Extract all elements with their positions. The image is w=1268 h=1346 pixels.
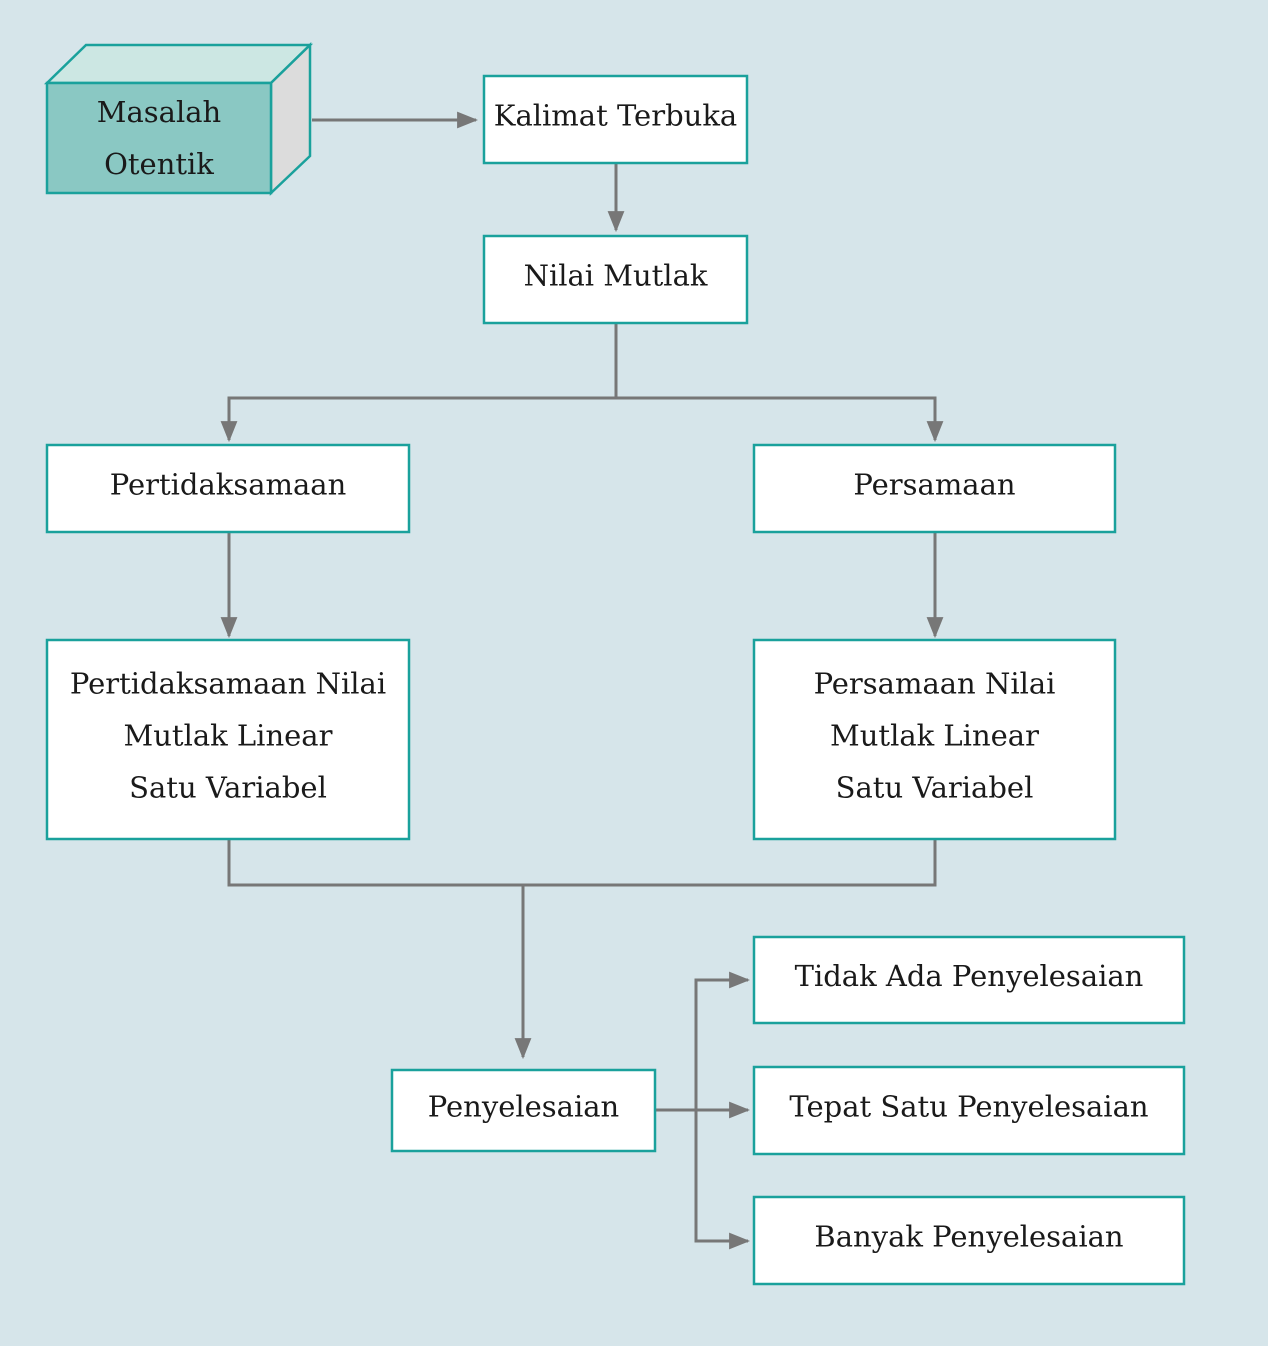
node-box [482,74,749,165]
node-label: Persamaan [853,468,1015,502]
edge-to-persamaan [616,396,944,443]
label-line: Masalah [97,95,221,129]
label-line: Tidak Ada Penyelesaian [795,959,1144,993]
node-penyelesaian: Penyelesaian [390,1068,657,1153]
node-box [390,1068,657,1153]
label-line: Kalimat Terbuka [494,99,737,133]
node-box [45,638,411,841]
node-box [482,234,749,325]
node-label: Nilai Mutlak [524,259,708,293]
node-banyak-penyelesaian: Banyak Penyelesaian [752,1195,1186,1286]
node-kalimat-terbuka: Kalimat Terbuka [482,74,749,165]
label-line: Satu Variabel [129,771,327,805]
node-label: Tepat Satu Penyelesaian [789,1090,1148,1124]
node-label: Kalimat Terbuka [494,99,737,133]
node-box [752,443,1117,534]
node-box [45,443,411,534]
node-tepat-satu-penyelesaian: Tepat Satu Penyelesaian [752,1065,1186,1156]
label-line: Penyelesaian [428,1090,619,1124]
edge-to-pertidaksamaan [220,396,616,443]
label-line: Mutlak Linear [124,719,333,753]
node-label: Pertidaksamaan [110,468,347,502]
node-pertidaksamaan: Pertidaksamaan [45,443,411,534]
label-line: Otentik [104,147,214,181]
node-box [752,935,1186,1025]
connectors [220,111,944,1250]
label-line: Pertidaksamaan [110,468,347,502]
label-line: Nilai Mutlak [524,259,708,293]
node-label: Banyak Penyelesaian [814,1220,1123,1254]
label-line: Banyak Penyelesaian [814,1220,1123,1254]
node-nilai-mutlak: Nilai Mutlak [482,234,749,325]
node-label: Tidak Ada Penyelesaian [795,959,1144,993]
node-box [752,1195,1186,1286]
edge-merge [227,840,937,887]
edge-to-tidak-ada [694,971,751,1110]
node-persamaan: Persamaan [752,443,1117,534]
edge-to-banyak [694,1110,751,1250]
label-line: Persamaan [853,468,1015,502]
node-box [752,1065,1186,1156]
node-box [752,638,1117,841]
label-line: Persamaan Nilai [814,667,1056,701]
label-line: Satu Variabel [836,771,1034,805]
label-line: Pertidaksamaan Nilai [70,667,386,701]
cube-top [43,43,314,85]
label-line: Tepat Satu Penyelesaian [789,1090,1148,1124]
node-label: Penyelesaian [428,1090,619,1124]
node-tidak-ada-penyelesaian: Tidak Ada Penyelesaian [752,935,1186,1025]
cube-front [45,81,273,195]
label-line: Mutlak Linear [830,719,1039,753]
